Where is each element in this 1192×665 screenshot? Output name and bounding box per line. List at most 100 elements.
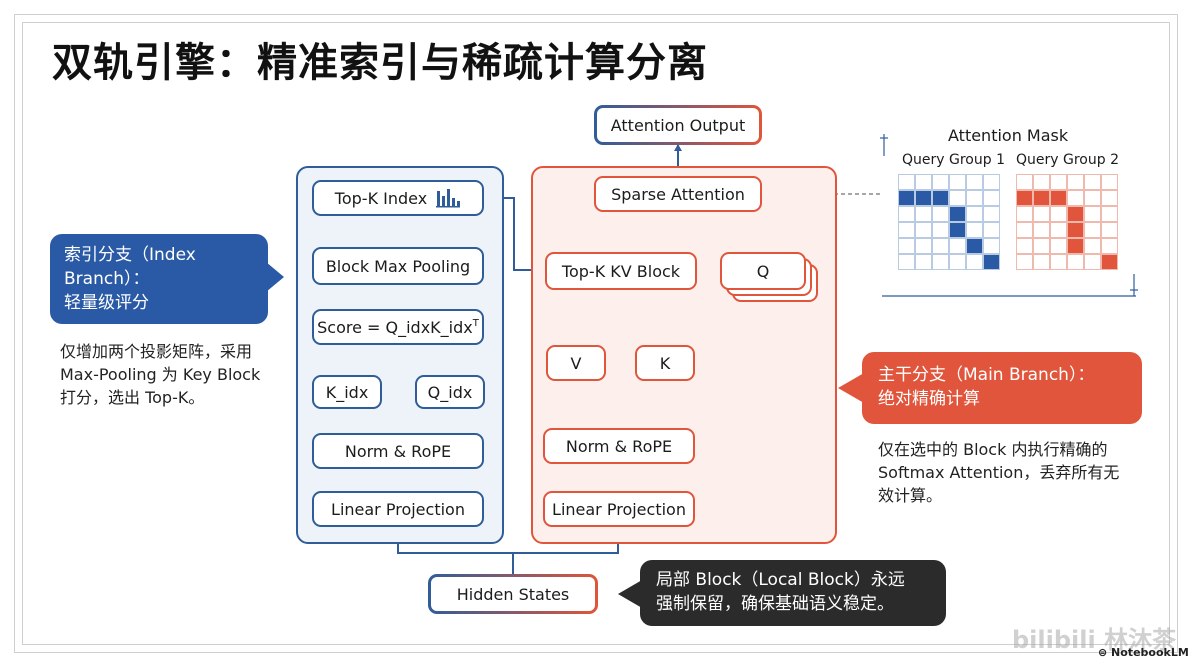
mask-cell-selected [898, 190, 915, 206]
main-norm-rope-label: Norm & RoPE [565, 436, 673, 456]
query-group-1-mask [898, 174, 1000, 270]
q-idx-label: Q_idx [427, 382, 473, 402]
mask-cell-selected [1067, 238, 1084, 254]
index-branch-callout: 索引分支（Index Branch）： 轻量级评分 [50, 234, 268, 324]
mask-cell [966, 174, 983, 190]
notebooklm-brand: ⊜ NotebookLM [1098, 646, 1189, 659]
index-desc-line3: 打分，选出 Top-K。 [60, 388, 205, 407]
mask-cell-selected [966, 238, 983, 254]
mask-cell [1050, 174, 1067, 190]
main-linear-projection-label: Linear Projection [552, 499, 686, 519]
local-callout-line2: 强制保留，确保基础语义稳定。 [656, 594, 894, 614]
topk-index-node: Top-K Index [312, 180, 484, 216]
mask-cell [966, 190, 983, 206]
mask-cell [915, 254, 932, 270]
mask-cell [1084, 190, 1101, 206]
main-linear-projection-node: Linear Projection [543, 491, 695, 527]
v-label: V [570, 353, 582, 373]
topk-kv-block-label: Top-K KV Block [561, 261, 681, 281]
mask-cell [1033, 222, 1050, 238]
mask-cell [915, 174, 932, 190]
q-idx-node: Q_idx [415, 375, 485, 409]
index-callout-line2: Branch）： [64, 269, 150, 289]
mask-cell [915, 238, 932, 254]
bar-chart-icon [435, 187, 461, 209]
mask-cell [1084, 174, 1101, 190]
mask-cell [898, 238, 915, 254]
sparse-attention-label: Sparse Attention [611, 184, 745, 204]
main-desc-line2: Softmax Attention，丢弃所有无 [878, 463, 1120, 482]
k-idx-node: K_idx [312, 375, 382, 409]
mask-cell [949, 190, 966, 206]
mask-cell [983, 222, 1000, 238]
mask-cell-selected [1067, 206, 1084, 222]
q-label: Q [756, 261, 770, 281]
mask-cell [983, 190, 1000, 206]
mask-cell [932, 174, 949, 190]
mask-cell-selected [949, 206, 966, 222]
main-branch-description: 仅在选中的 Block 内执行精确的 Softmax Attention，丢弃所… [878, 438, 1148, 507]
mask-cell [1033, 238, 1050, 254]
local-callout-pointer-icon [618, 580, 642, 608]
hidden-states-node: Hidden States [428, 574, 598, 614]
block-max-pooling-node: Block Max Pooling [312, 247, 484, 285]
mask-cell [1050, 254, 1067, 270]
v-node: V [546, 345, 606, 381]
k-label: K [659, 353, 671, 373]
hidden-states-label: Hidden States [456, 584, 570, 604]
mask-cell [1101, 174, 1118, 190]
score-transpose-sup: T [472, 317, 479, 329]
query-group-2-mask [1016, 174, 1118, 270]
mask-cell [1016, 174, 1033, 190]
mask-cell-selected [1050, 190, 1067, 206]
main-callout-line1: 主干分支（Main Branch）： [878, 365, 1095, 385]
page-title: 双轨引擎：精准索引与稀疏计算分离 [52, 40, 708, 86]
index-desc-line1: 仅增加两个投影矩阵，采用 [60, 342, 253, 361]
mask-cell [1101, 190, 1118, 206]
mask-cell [1101, 238, 1118, 254]
mask-cell [1101, 222, 1118, 238]
index-branch-description: 仅增加两个投影矩阵，采用 Max-Pooling 为 Key Block 打分，… [60, 340, 290, 409]
mask-cell-selected [932, 190, 949, 206]
index-callout-line3: 轻量级评分 [64, 293, 149, 313]
main-callout-pointer-icon [838, 373, 864, 403]
attention-output-node: Attention Output [594, 105, 762, 145]
mask-cell [932, 238, 949, 254]
index-branch-panel [296, 166, 504, 544]
index-callout-line1: 索引分支（Index [64, 245, 196, 265]
mask-cell [1016, 222, 1033, 238]
mask-cell [915, 206, 932, 222]
mask-cell [966, 222, 983, 238]
mask-cell [1084, 206, 1101, 222]
mask-cell [983, 206, 1000, 222]
mask-cell [1033, 254, 1050, 270]
mask-cell-selected [1101, 254, 1118, 270]
mask-cell-selected [1016, 190, 1033, 206]
index-desc-line2: Max-Pooling 为 Key Block [60, 365, 261, 384]
mask-cell-selected [915, 190, 932, 206]
local-callout-line1: 局部 Block（Local Block）永远 [656, 570, 905, 590]
topk-kv-block-node: Top-K KV Block [545, 252, 697, 290]
mask-cell-selected [1033, 190, 1050, 206]
score-label: Score = Q_idxK_idx [317, 317, 473, 337]
mask-cell [949, 174, 966, 190]
attention-mask-title: Attention Mask [948, 126, 1069, 145]
mask-cell [898, 174, 915, 190]
mask-cell [1084, 254, 1101, 270]
mask-cell [966, 254, 983, 270]
q-node: Q [720, 252, 806, 290]
mask-cell [898, 222, 915, 238]
mask-cell [1050, 222, 1067, 238]
mask-cell [1084, 222, 1101, 238]
mask-cell [1033, 174, 1050, 190]
main-callout-line2: 绝对精确计算 [878, 389, 980, 409]
mask-cell [1033, 206, 1050, 222]
mask-cell [966, 206, 983, 222]
notebooklm-logo-icon: ⊜ [1098, 646, 1112, 659]
mask-cell-selected [1067, 222, 1084, 238]
mask-cell [1067, 190, 1084, 206]
topk-index-label: Top-K Index [334, 188, 428, 208]
sparse-attention-node: Sparse Attention [594, 176, 762, 212]
index-callout-pointer-icon [266, 262, 284, 292]
